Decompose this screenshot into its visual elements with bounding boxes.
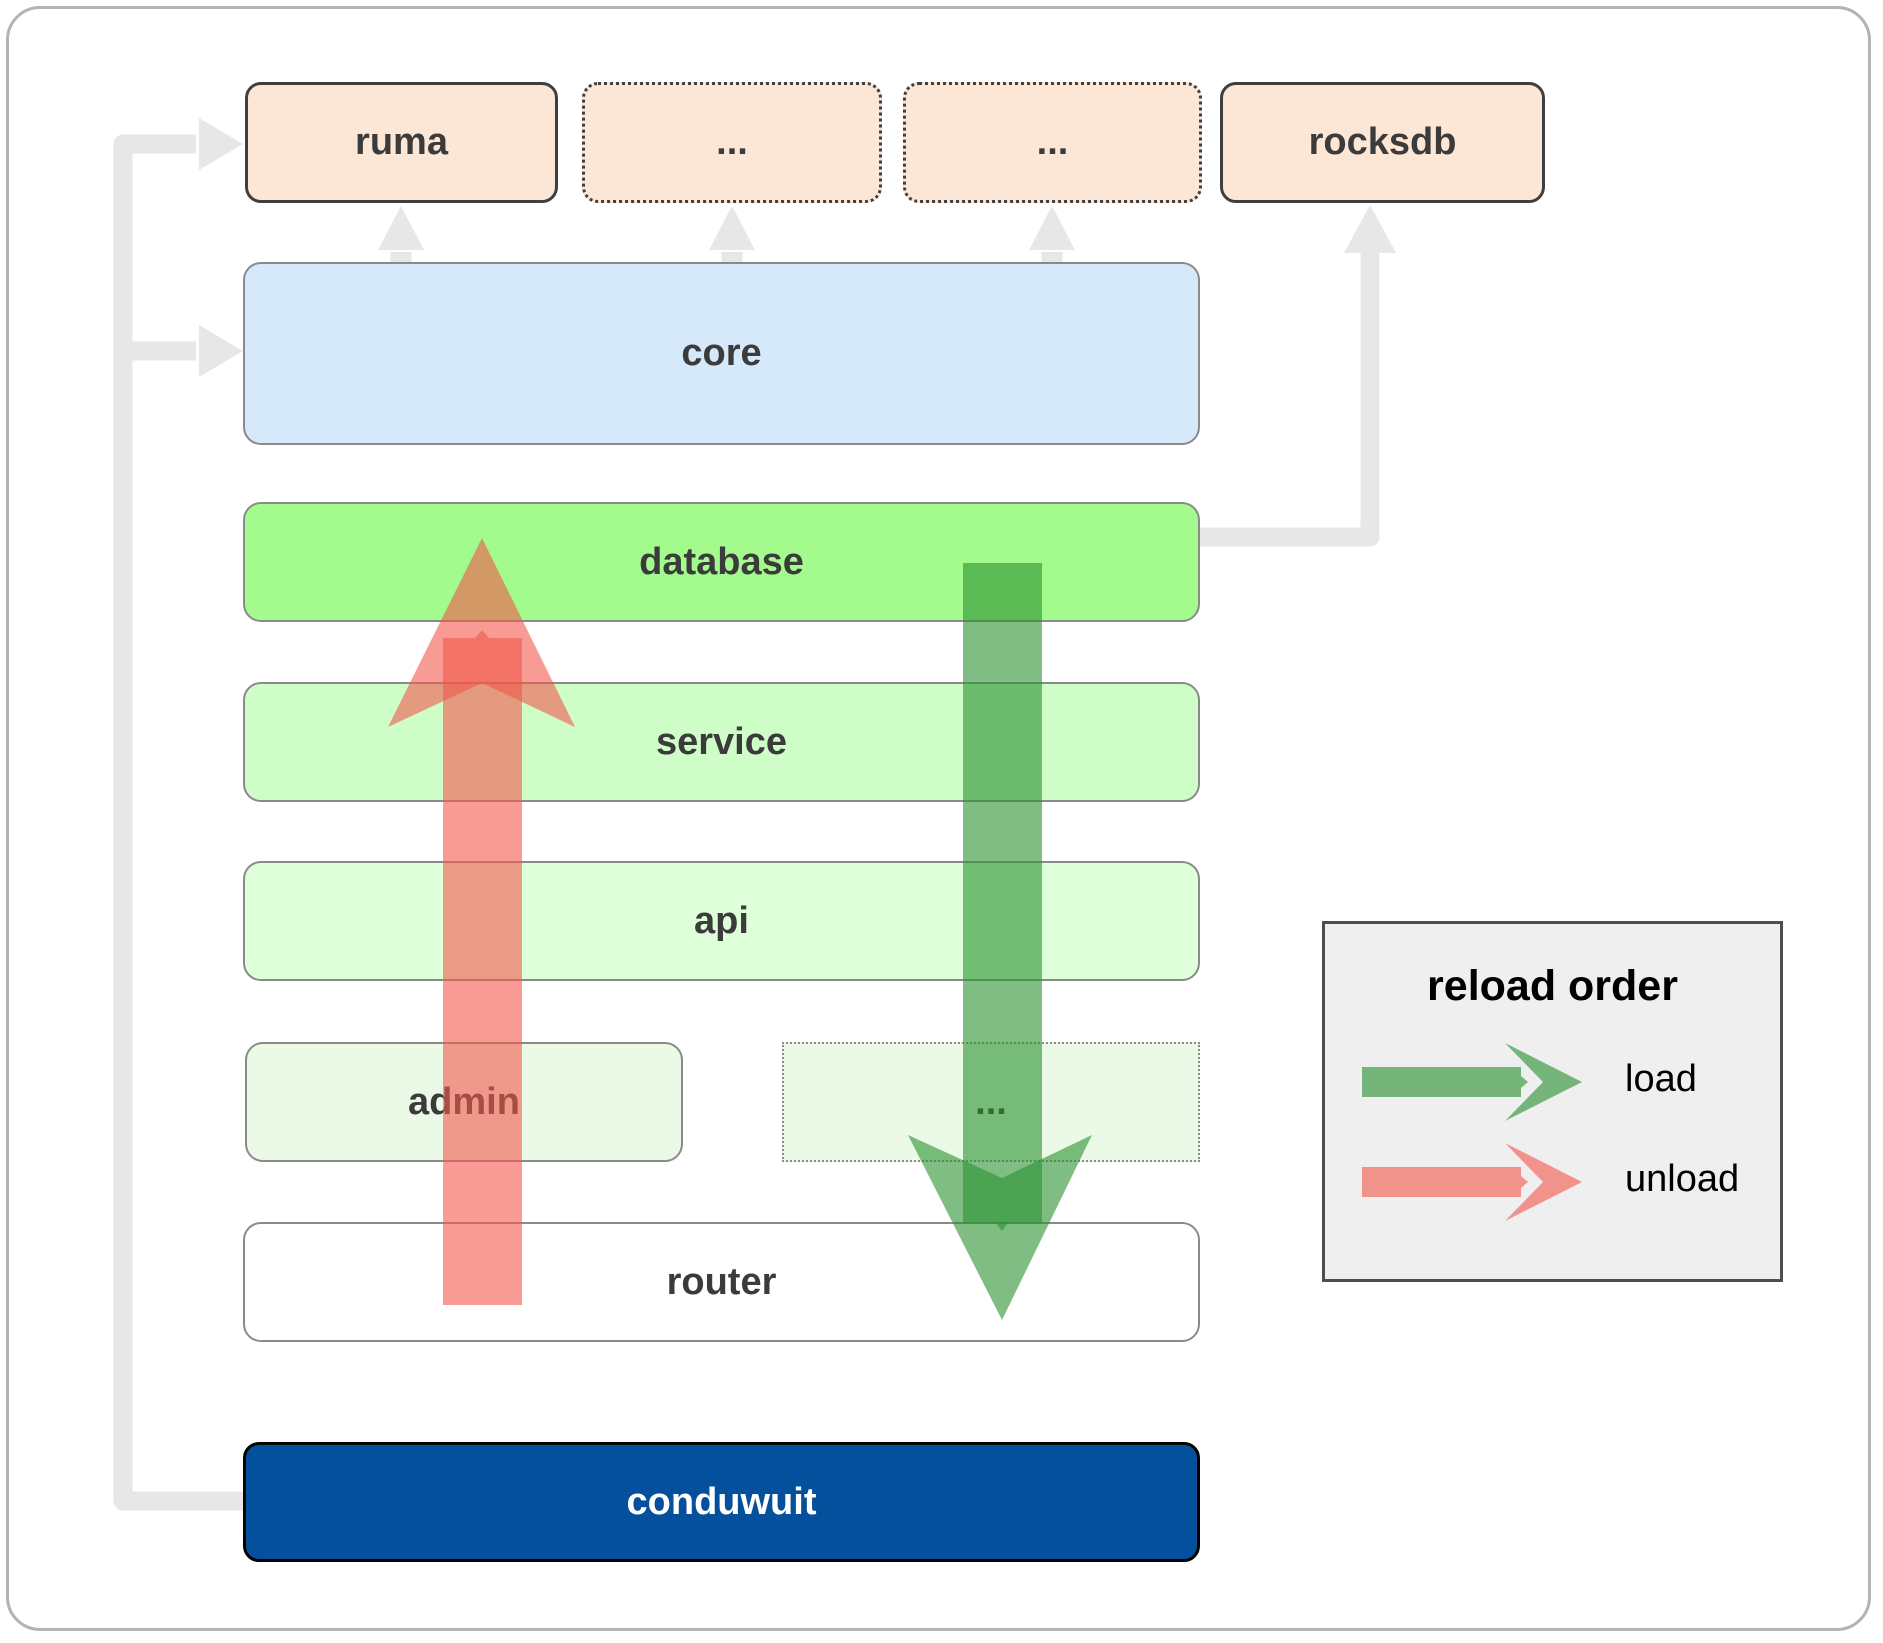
node-database-label: database xyxy=(639,540,804,583)
node-rocksdb: rocksdb xyxy=(1220,82,1545,203)
node-database: database xyxy=(243,502,1200,622)
node-dots-top-2-label: ... xyxy=(1036,121,1069,163)
node-service: service xyxy=(243,682,1200,802)
node-conduwuit-label: conduwuit xyxy=(626,1480,817,1523)
legend-unload-label: unload xyxy=(1625,1158,1740,1200)
node-router: router xyxy=(243,1222,1200,1342)
node-admin: admin xyxy=(245,1042,683,1162)
node-ruma-label: ruma xyxy=(355,121,448,163)
node-dots-admin-row: ... xyxy=(782,1042,1200,1162)
node-api: api xyxy=(243,861,1200,981)
node-dots-admin-row-label: ... xyxy=(975,1080,1007,1123)
node-dots-top-1-label: ... xyxy=(716,121,748,163)
node-dots-top-1: ... xyxy=(582,82,882,203)
node-ruma: ruma xyxy=(245,82,558,203)
node-core-label: core xyxy=(681,332,762,374)
node-api-label: api xyxy=(694,899,749,942)
legend-panel: reload order xyxy=(1322,921,1783,1282)
diagram-frame xyxy=(6,6,1871,1631)
node-rocksdb-label: rocksdb xyxy=(1308,121,1457,163)
node-admin-label: admin xyxy=(408,1080,520,1123)
node-conduwuit: conduwuit xyxy=(243,1442,1200,1562)
legend-load-label: load xyxy=(1625,1058,1697,1100)
node-dots-top-2: ... xyxy=(903,82,1202,203)
node-router-label: router xyxy=(666,1260,777,1303)
node-service-label: service xyxy=(655,720,787,763)
node-core: core xyxy=(243,262,1200,445)
legend-title: reload order xyxy=(1427,962,1678,1010)
